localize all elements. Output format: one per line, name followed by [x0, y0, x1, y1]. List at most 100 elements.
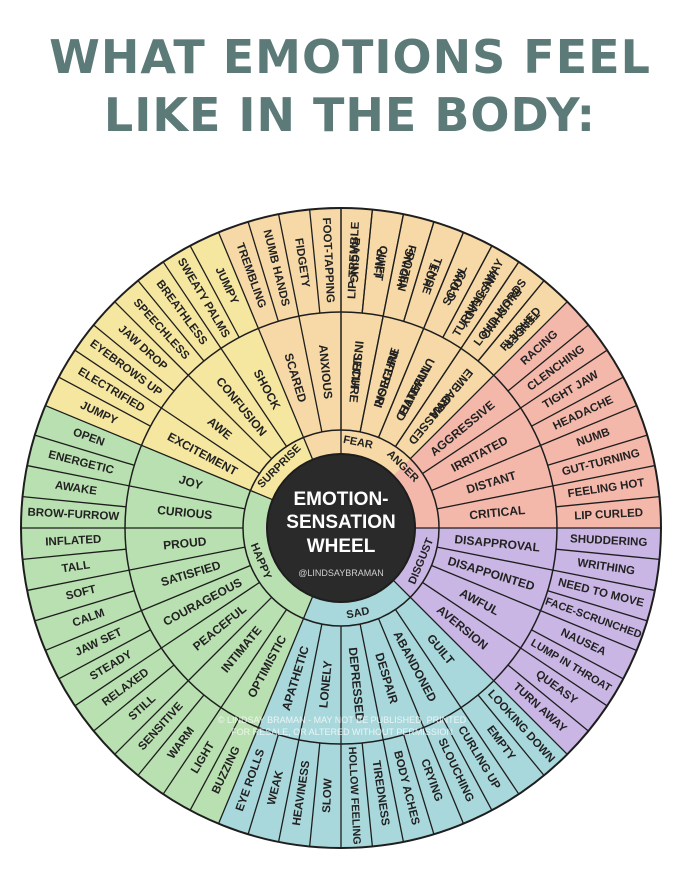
spoke-sensation-happy — [22, 495, 127, 508]
spoke-secondary-disgust — [436, 546, 553, 571]
spoke-sensation-fear — [361, 209, 374, 314]
spoke-sensation-disgust — [540, 610, 637, 652]
title-line-1: WHAT EMOTIONS FEEL — [49, 30, 651, 84]
spoke-secondary-fear — [377, 328, 425, 438]
spoke-sensation-sad — [403, 734, 435, 835]
spoke-sensation-disgust — [507, 664, 589, 732]
spoke-sensation-happy — [162, 707, 222, 795]
spoke-secondary-anger — [431, 444, 541, 492]
center-title-line-3: WHEEL — [307, 536, 376, 557]
spoke-secondary-happy — [129, 485, 246, 510]
spoke-sensation-fear — [460, 261, 520, 349]
spoke-sensation-anger — [507, 324, 589, 392]
spoke-sensation-sad — [423, 727, 465, 824]
spoke-sensation-happy — [137, 694, 205, 776]
center-credit: @LINDSAYBRAMAN — [298, 568, 384, 578]
spoke-sensation-happy — [22, 548, 127, 561]
spoke-sensation-surprise — [162, 261, 222, 349]
spoke-sensation-happy — [189, 718, 240, 811]
spoke-sensation-fear — [277, 214, 300, 317]
secondary-anger-7: CRITICAL — [469, 503, 526, 522]
spoke-sensation-fear — [308, 209, 321, 314]
spoke-sensation-fear — [382, 214, 405, 317]
spoke-secondary-happy — [141, 564, 251, 612]
spoke-sensation-happy — [74, 647, 162, 707]
spoke-sensation-disgust — [552, 569, 655, 592]
sensation-fear-3: FOOT-TAPPING — [320, 217, 336, 303]
spoke-secondary-happy — [161, 581, 260, 649]
spoke-sensation-anger — [520, 349, 608, 409]
sector-fear — [218, 208, 568, 476]
spoke-secondary-surprise — [220, 348, 288, 447]
ring-2 — [124, 311, 558, 745]
spoke-sensation-surprise — [189, 245, 240, 338]
sensation-anger-0: LIP-TREMBLE — [346, 221, 362, 299]
spoke-sensation-disgust — [531, 629, 624, 680]
spoke-secondary-sad — [298, 623, 323, 740]
spoke-secondary-disgust — [422, 581, 521, 649]
spoke-sensation-fear — [403, 221, 435, 322]
spoke-sensation-surprise — [58, 376, 151, 427]
sensation-disgust-0: SHUDDERING — [570, 533, 648, 549]
spoke-sensation-happy — [27, 569, 130, 592]
center-disc — [266, 453, 416, 603]
sector-sad — [218, 580, 568, 848]
watermark-line-2: FOR RESALE, OR ALTERED WITHOUT PERMISSIO… — [231, 727, 453, 737]
spoke-sensation-sad — [460, 707, 520, 795]
secondary-anger-0: HURT — [348, 354, 365, 389]
spoke-secondary-sad — [377, 618, 425, 728]
spoke-happy — [217, 596, 314, 824]
spoke-sensation-fear — [442, 245, 493, 338]
sensation-fear-4: RACING — [347, 237, 361, 283]
spoke-secondary-sad — [359, 623, 384, 740]
watermark-line-1: © LINDSAY BRAMAN - MAY NOT BE PUBLISHED,… — [218, 715, 467, 725]
spoke-sensation-anger — [552, 464, 655, 487]
spoke-sensation-fear — [477, 280, 545, 362]
spoke-secondary-anger — [436, 485, 553, 510]
sensation-sad-7: HOLLOW FEELING — [346, 746, 363, 845]
spoke-sensation-sad — [277, 739, 300, 842]
spoke-secondary-sad — [394, 609, 462, 708]
spoke-sensation-happy — [45, 610, 142, 652]
wheel-spokes — [21, 208, 661, 848]
secondary-fear-2: INSECURE — [346, 340, 366, 403]
spoke-sensation-sad — [477, 694, 545, 776]
sensation-anger-15: LIP CURLED — [574, 507, 643, 522]
spoke-sensation-anger — [531, 376, 624, 427]
spoke-secondary-happy — [187, 596, 273, 682]
spoke-sensation-anger — [493, 301, 568, 376]
spoke-sensation-happy — [58, 629, 151, 680]
center-title-line-1: EMOTION- — [294, 489, 389, 510]
spoke-secondary-anger — [409, 374, 495, 460]
spoke-secondary-surprise — [161, 407, 260, 475]
spoke-sad — [392, 579, 568, 755]
spoke-sensation-anger — [547, 434, 648, 466]
spoke-sensation-surprise — [114, 301, 189, 376]
spoke-sensation-surprise — [93, 324, 175, 392]
spoke-secondary-surprise — [187, 374, 273, 460]
spoke-secondary-fear — [394, 348, 462, 447]
spoke-sensation-sad — [308, 742, 321, 847]
sensation-happy-12: BROW-FURROW — [27, 507, 119, 523]
emotion-label-fear: FEAR — [342, 434, 374, 452]
spoke-secondary-fear — [298, 316, 323, 433]
spoke-sensation-sad — [442, 718, 493, 811]
spoke-sensation-disgust — [555, 548, 660, 561]
spoke-secondary-disgust — [431, 564, 541, 612]
secondary-happy-7: JOY — [177, 472, 204, 492]
spoke-secondary-fear — [359, 316, 384, 433]
spoke-sensation-fear — [423, 232, 465, 329]
emotion-label-sad: SAD — [345, 605, 370, 621]
ring-1 — [242, 429, 440, 627]
spoke-sensation-happy — [93, 664, 175, 732]
ring-3 — [20, 207, 662, 849]
sensation-happy-10: TALL — [61, 559, 91, 575]
spoke-sensation-happy — [114, 680, 189, 755]
secondary-happy-6: CURIOUS — [157, 503, 213, 522]
secondary-sad-4: LONELY — [316, 660, 335, 709]
spoke-sensation-sad — [382, 739, 405, 842]
spoke-sensation-sad — [361, 742, 374, 847]
spoke-fear — [217, 232, 314, 460]
spoke-sensation-surprise — [74, 349, 162, 409]
